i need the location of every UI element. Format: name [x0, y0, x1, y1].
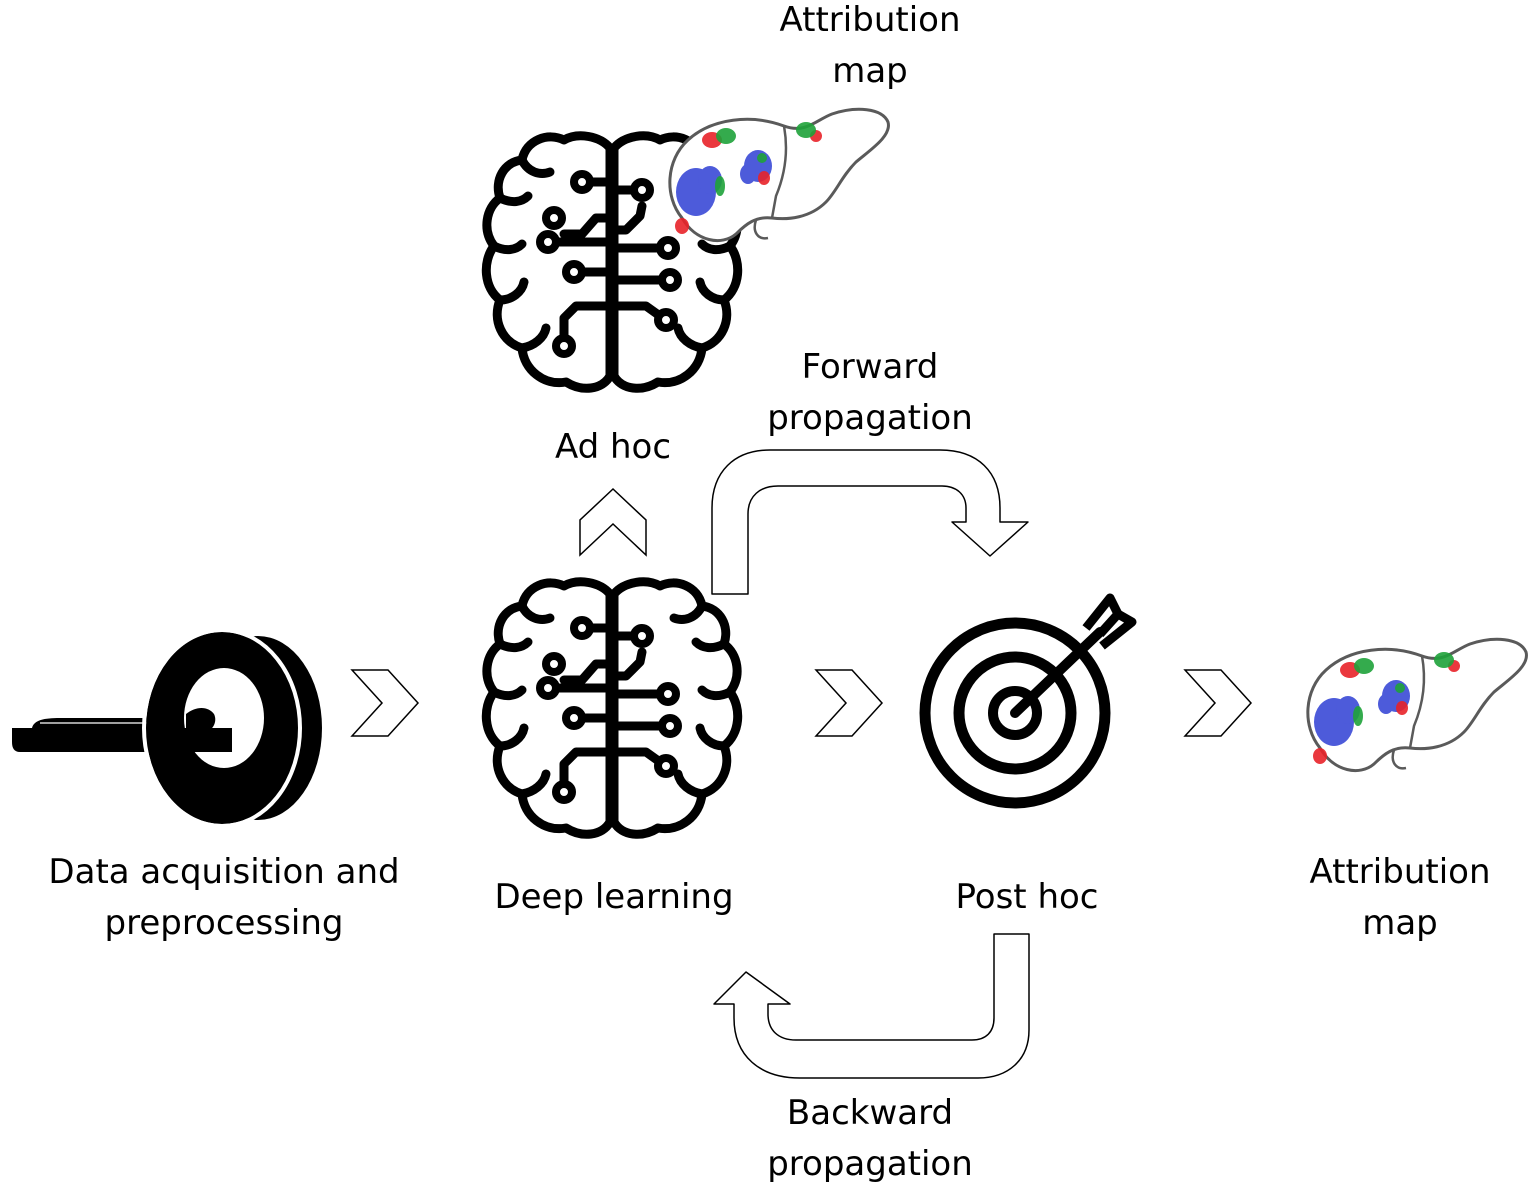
liver-attribution-icon — [1306, 637, 1528, 773]
brain-circuit-icon — [486, 582, 737, 834]
label-data-acquisition-line2: preprocessing — [104, 903, 344, 943]
label-data-acquisition-line1: Data acquisition and — [48, 852, 400, 892]
label-attribution-map-right: Attribution map — [1280, 847, 1520, 949]
label-data-acquisition: Data acquisition and preprocessing — [24, 847, 424, 949]
label-attribution-map-top: Attribution map — [750, 0, 990, 97]
liver-attribution-icon — [668, 107, 890, 243]
chevron-right-icon — [351, 669, 419, 737]
label-forward-propagation: Forward propagation — [740, 342, 1000, 444]
label-attribution-map-top-line2: map — [832, 51, 908, 91]
forward-propagation-arrow — [711, 449, 1029, 595]
chevron-up-icon — [579, 487, 647, 557]
label-post-hoc: Post hoc — [955, 877, 1099, 917]
backward-propagation-arrow — [713, 933, 1030, 1079]
label-forward-propagation-line2: propagation — [767, 398, 973, 438]
label-attribution-map-right-line2: map — [1362, 903, 1438, 943]
label-backward-propagation: Backward propagation — [740, 1088, 1000, 1190]
target-arrow-icon — [919, 593, 1137, 809]
label-backward-propagation-line2: propagation — [767, 1144, 973, 1184]
chevron-right-icon — [1184, 669, 1252, 737]
label-forward-propagation-line1: Forward — [801, 347, 939, 387]
label-backward-propagation-line1: Backward — [786, 1093, 954, 1133]
label-deep-learning: Deep learning — [494, 877, 734, 917]
label-attribution-map-right-line1: Attribution — [1309, 852, 1491, 892]
label-ad-hoc: Ad hoc — [554, 427, 672, 467]
mri-scanner-icon — [12, 628, 322, 828]
label-attribution-map-top-line1: Attribution — [779, 0, 961, 40]
chevron-right-icon — [815, 669, 883, 737]
